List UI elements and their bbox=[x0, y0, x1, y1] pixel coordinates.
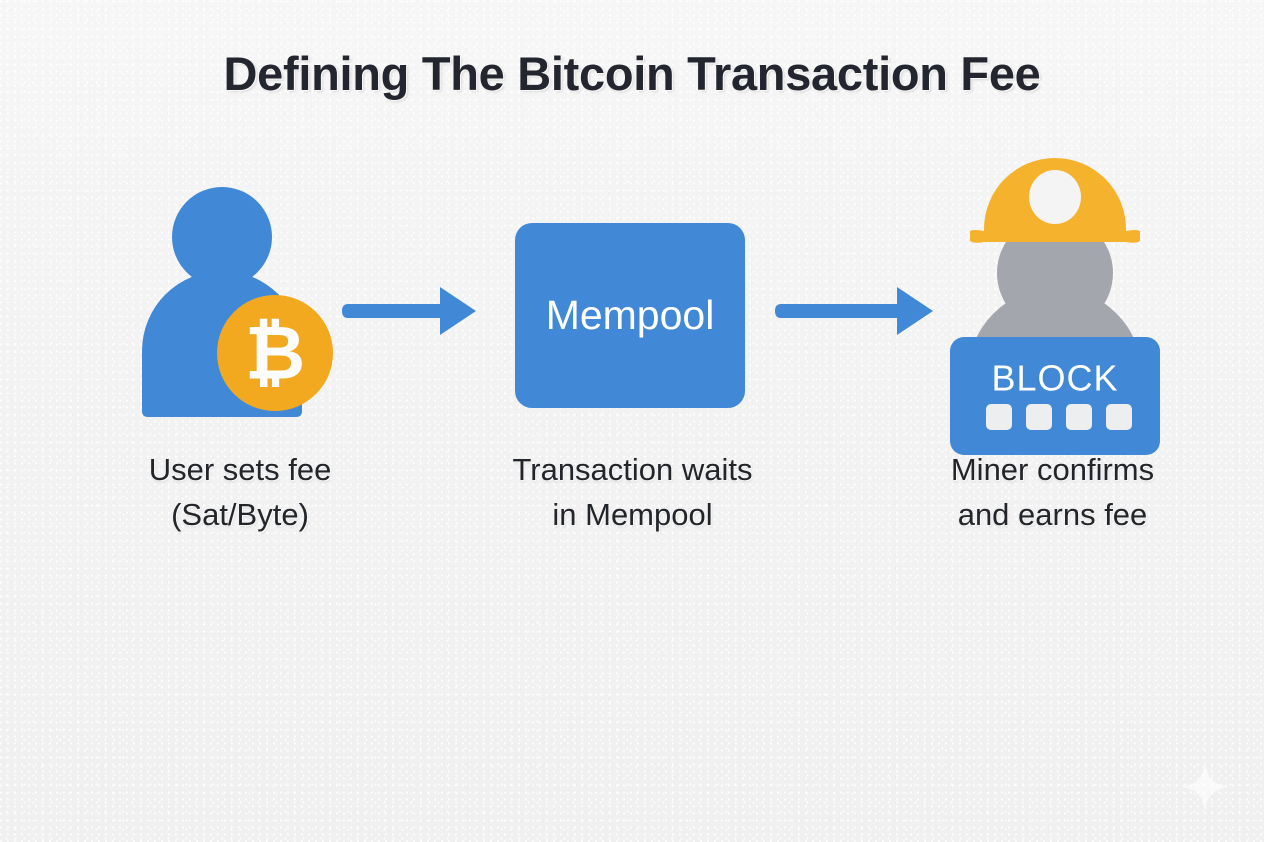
flow-diagram: ₿ Mempool bbox=[0, 158, 1264, 455]
block-box-label: BLOCK bbox=[991, 358, 1118, 399]
block-square bbox=[1026, 404, 1052, 430]
hard-hat-hole bbox=[1029, 170, 1081, 224]
arrow-right-icon bbox=[342, 287, 476, 335]
block-squares bbox=[986, 404, 1132, 430]
block-square bbox=[986, 404, 1012, 430]
block-box: BLOCK bbox=[950, 337, 1160, 455]
miner-with-block-icon: BLOCK bbox=[950, 158, 1160, 455]
caption-user-line-1: User sets fee bbox=[148, 452, 332, 487]
user-head-icon bbox=[172, 187, 272, 287]
caption-mempool: Transaction waits in Mempool bbox=[480, 447, 785, 537]
caption-mempool-line-1: Transaction waits bbox=[512, 452, 753, 487]
mempool-box-label: Mempool bbox=[546, 292, 715, 338]
caption-user: User sets fee (Sat/Byte) bbox=[95, 447, 385, 537]
sparkle-icon bbox=[1182, 762, 1228, 812]
bitcoin-coin-icon: ₿ bbox=[217, 295, 333, 411]
caption-miner-line-2: and earns fee bbox=[957, 497, 1148, 532]
caption-user-line-2: (Sat/Byte) bbox=[171, 497, 309, 532]
flow-step-mempool: Mempool bbox=[500, 165, 760, 445]
caption-miner-line-1: Miner confirms bbox=[950, 452, 1155, 487]
flow-step-miner: BLOCK bbox=[940, 158, 1190, 455]
arrow-user-to-mempool bbox=[342, 283, 482, 339]
block-square bbox=[1066, 404, 1092, 430]
mempool-box-rect bbox=[515, 223, 745, 408]
hard-hat-icon bbox=[970, 158, 1140, 243]
arrow-mempool-to-miner bbox=[775, 283, 940, 339]
flow-step-user: ₿ bbox=[120, 165, 370, 445]
arrow-right-icon bbox=[775, 287, 933, 335]
caption-mempool-line-2: in Mempool bbox=[552, 497, 713, 532]
caption-miner: Miner confirms and earns fee bbox=[915, 447, 1190, 537]
block-square bbox=[1106, 404, 1132, 430]
user-with-bitcoin-coin-icon: ₿ bbox=[142, 187, 333, 417]
page-title: Defining The Bitcoin Transaction Fee bbox=[223, 47, 1041, 100]
miner-head-icon bbox=[997, 215, 1113, 331]
bitcoin-symbol: ₿ bbox=[245, 312, 305, 395]
mempool-box: Mempool bbox=[515, 223, 745, 408]
